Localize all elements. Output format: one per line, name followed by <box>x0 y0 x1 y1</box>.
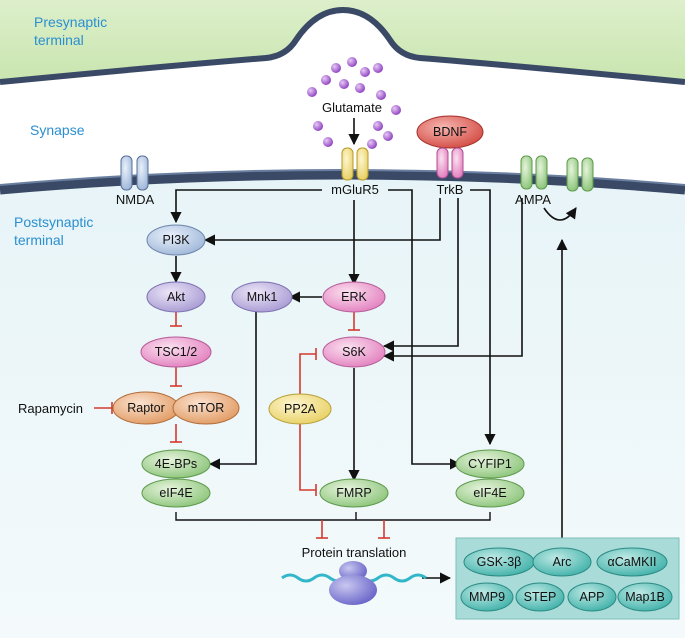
mglur5-label: mGluR5 <box>331 182 379 197</box>
postsynaptic-label-2: terminal <box>14 232 64 248</box>
node-akt: Akt <box>146 281 206 313</box>
protein-map1b: Map1B <box>625 590 665 604</box>
translation-label: Protein translation <box>302 545 407 560</box>
node-s6k: S6K <box>322 336 386 368</box>
pi3k-label: PI3K <box>162 233 190 247</box>
protein-product-oval-5: STEP <box>515 582 565 612</box>
mglur5-receptor-icon <box>341 147 369 181</box>
node-cyfip1: CYFIP1 <box>455 449 525 479</box>
nmda-receptor-icon <box>120 155 149 191</box>
protein-camkii: αCaMKII <box>608 555 657 569</box>
node-fmrp: FMRP <box>319 478 389 508</box>
rapamycin-label: Rapamycin <box>18 401 83 416</box>
s6k-label: S6K <box>342 345 366 359</box>
fmrp-label: FMRP <box>336 486 371 500</box>
presynaptic-label-2: terminal <box>34 32 84 48</box>
node-erk: ERK <box>322 281 386 313</box>
pp2a-label: PP2A <box>284 402 317 416</box>
ampa-receptor-icon <box>520 155 548 190</box>
node-raptor: Raptor <box>112 391 180 425</box>
node-mtor: mTOR <box>172 391 240 425</box>
presynaptic-label-1: Presynaptic <box>34 14 107 30</box>
ampa-receptor-inserted-icon <box>566 157 594 192</box>
protein-arc: Arc <box>553 555 572 569</box>
bdnf-ligand <box>416 115 484 149</box>
trkb-receptor-icon <box>436 147 464 179</box>
glutamate-label: Glutamate <box>322 100 382 115</box>
protein-mmp9: MMP9 <box>469 590 505 604</box>
protein-step: STEP <box>524 590 557 604</box>
protein-product-oval-2: Arc <box>532 547 592 577</box>
node-mnk1: Mnk1 <box>231 281 293 313</box>
presynaptic-terminal <box>0 0 685 82</box>
ampa-label: AMPA <box>515 192 551 207</box>
eif4e-right-label: eIF4E <box>473 486 506 500</box>
4e-bps-label: 4E-BPs <box>155 457 197 471</box>
eif4e-left-label: eIF4E <box>159 486 192 500</box>
mtor-label: mTOR <box>188 401 225 415</box>
ribosome-icon <box>329 561 377 605</box>
node-eif4e-left: eIF4E <box>141 478 211 508</box>
bdnf-label: BDNF <box>433 125 467 139</box>
tsc-label: TSC1/2 <box>155 345 197 359</box>
protein-app: APP <box>579 590 604 604</box>
cyfip1-label: CYFIP1 <box>468 457 512 471</box>
akt-label: Akt <box>167 290 186 304</box>
node-pi3k: PI3K <box>146 224 206 256</box>
trkb-label: TrkB <box>437 182 464 197</box>
protein-gsk3b: GSK-3β <box>477 555 522 569</box>
nmda-label: NMDA <box>116 192 155 207</box>
postsynaptic-label-1: Postsynaptic <box>14 214 93 230</box>
protein-product-oval-3: αCaMKII <box>596 547 668 577</box>
raptor-label: Raptor <box>127 401 165 415</box>
presynaptic-membrane <box>0 6 685 85</box>
protein-product-oval-6: APP <box>567 582 617 612</box>
mnk1-label: Mnk1 <box>247 290 278 304</box>
inhibition-edges <box>94 311 491 539</box>
node-tsc: TSC1/2 <box>140 336 212 368</box>
glutamate-molecules <box>307 57 401 149</box>
synapse-label: Synapse <box>30 122 85 138</box>
pathway-edges <box>170 118 577 584</box>
node-4e-bps: 4E-BPs <box>141 449 211 479</box>
node-eif4e-right: eIF4E <box>455 478 525 508</box>
protein-product-oval-4: MMP9 <box>460 582 514 612</box>
protein-product-oval-7: Map1B <box>617 582 673 612</box>
erk-label: ERK <box>341 290 367 304</box>
protein-product-oval-1: GSK-3β <box>463 547 535 577</box>
node-pp2a: PP2A <box>268 393 332 425</box>
